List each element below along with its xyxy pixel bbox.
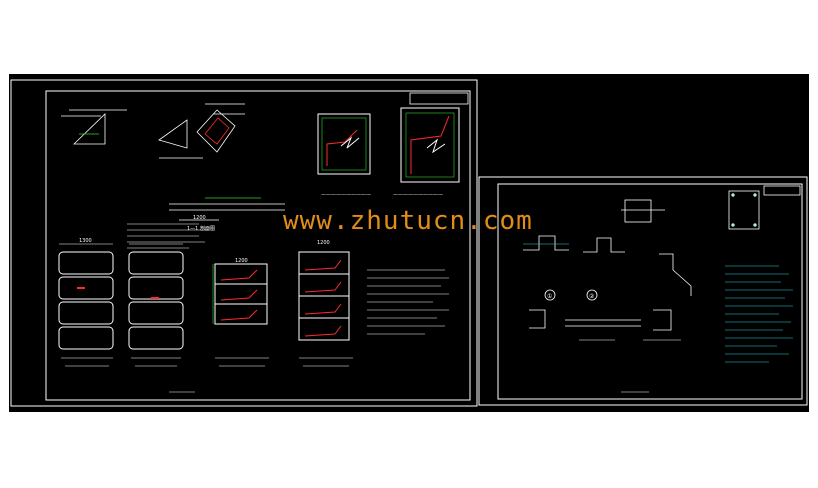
panel-elevation-c-dim: 1200 [235, 258, 248, 264]
panel-elevation-d [298, 251, 350, 341]
left-title-block [409, 92, 469, 105]
right-captions [579, 339, 681, 393]
plan-view-a [317, 113, 371, 175]
right-title-block [763, 185, 801, 196]
annotation-block [127, 223, 209, 249]
right-top-detail [621, 190, 760, 230]
right-notes-block [725, 265, 793, 363]
diamond-detail [196, 103, 245, 153]
watermark-text: www.zhutucn.com [283, 206, 533, 236]
right-sheet-inner-frame [497, 183, 803, 400]
left-sheet-inner-frame [45, 90, 471, 401]
notes-block-left [367, 269, 449, 335]
panel-elevation-b [128, 243, 184, 350]
plan-view-b [400, 107, 460, 183]
detail-marker-2 [586, 289, 598, 301]
triangle-detail-1 [61, 109, 127, 145]
detail-marker-1 [544, 289, 556, 301]
plan-view-caption-b: —————————— [393, 192, 443, 198]
panel-elevation-a [58, 243, 114, 350]
detail-marker-label-2: ② [589, 293, 595, 300]
section-1-1-label: 1—1 剖面图 [187, 225, 215, 232]
detail-marker-label-1: ① [547, 293, 552, 300]
panel-elevation-c [212, 263, 268, 325]
panel-elevation-d-dim: 1200 [317, 240, 330, 246]
right-column-details [523, 235, 692, 331]
panel-elevation-a-dim: 1300 [79, 238, 92, 244]
section-1-1 [169, 197, 285, 221]
right-sheet-outer-frame [478, 176, 808, 406]
left-sheet-outer-frame [10, 79, 478, 407]
cad-drawing-canvas: —————————— —————————— 1200 1—1 剖面图 1300 [9, 74, 809, 412]
captions-left-sheet [61, 357, 353, 393]
section-1-1-dim: 1200 [193, 215, 206, 221]
plan-view-caption-a: —————————— [321, 192, 371, 198]
triangle-detail-2 [158, 119, 203, 159]
cad-drawing-svg: —————————— —————————— 1200 1—1 剖面图 1300 [10, 79, 808, 407]
